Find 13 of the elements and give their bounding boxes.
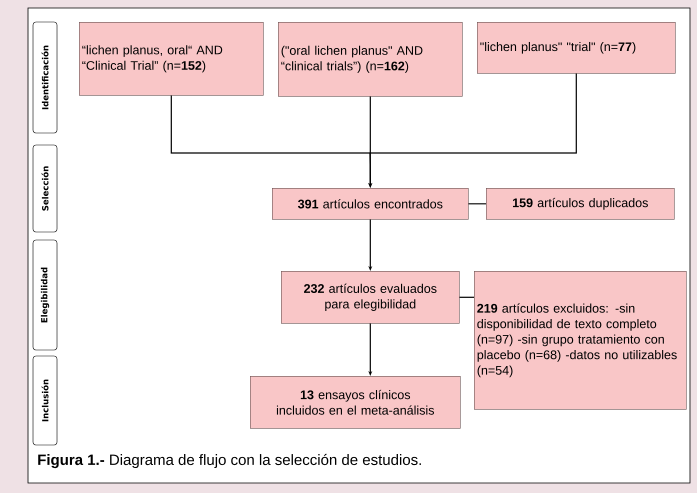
process-box: 391 artículos encontrados — [272, 188, 469, 220]
process-box: 219 artículos excluidos: -sin disponibilidad de texto completo (n=97) -sin grupo tratamiento con placebo (n=68) -datos no utilizables (n=54) — [474, 271, 687, 410]
process-box: ("oral lichen planus" AND “clinical trials”) (n=162) — [278, 22, 463, 97]
stage-label: Elegibilidad — [32, 240, 58, 350]
stage-label: Selección — [32, 144, 58, 232]
process-box: 13 ensayos clínicos incluidos en el meta-análisis — [250, 376, 461, 429]
stage-label: Identificación — [32, 22, 58, 134]
stage-label: Inclusión — [32, 356, 58, 446]
process-box: 232 artículos evaluados para elegibilidad — [281, 271, 460, 324]
process-box: “lichen planus, oral“ AND “Clinical Trial” (n=152) — [79, 22, 264, 96]
process-box: "lichen planus" "trial" (n=77) — [477, 22, 676, 74]
process-box: 159 artículos duplicados — [486, 188, 675, 220]
caption: Figura 1.- Diagrama de flujo con la selección de estudios. — [38, 454, 421, 468]
